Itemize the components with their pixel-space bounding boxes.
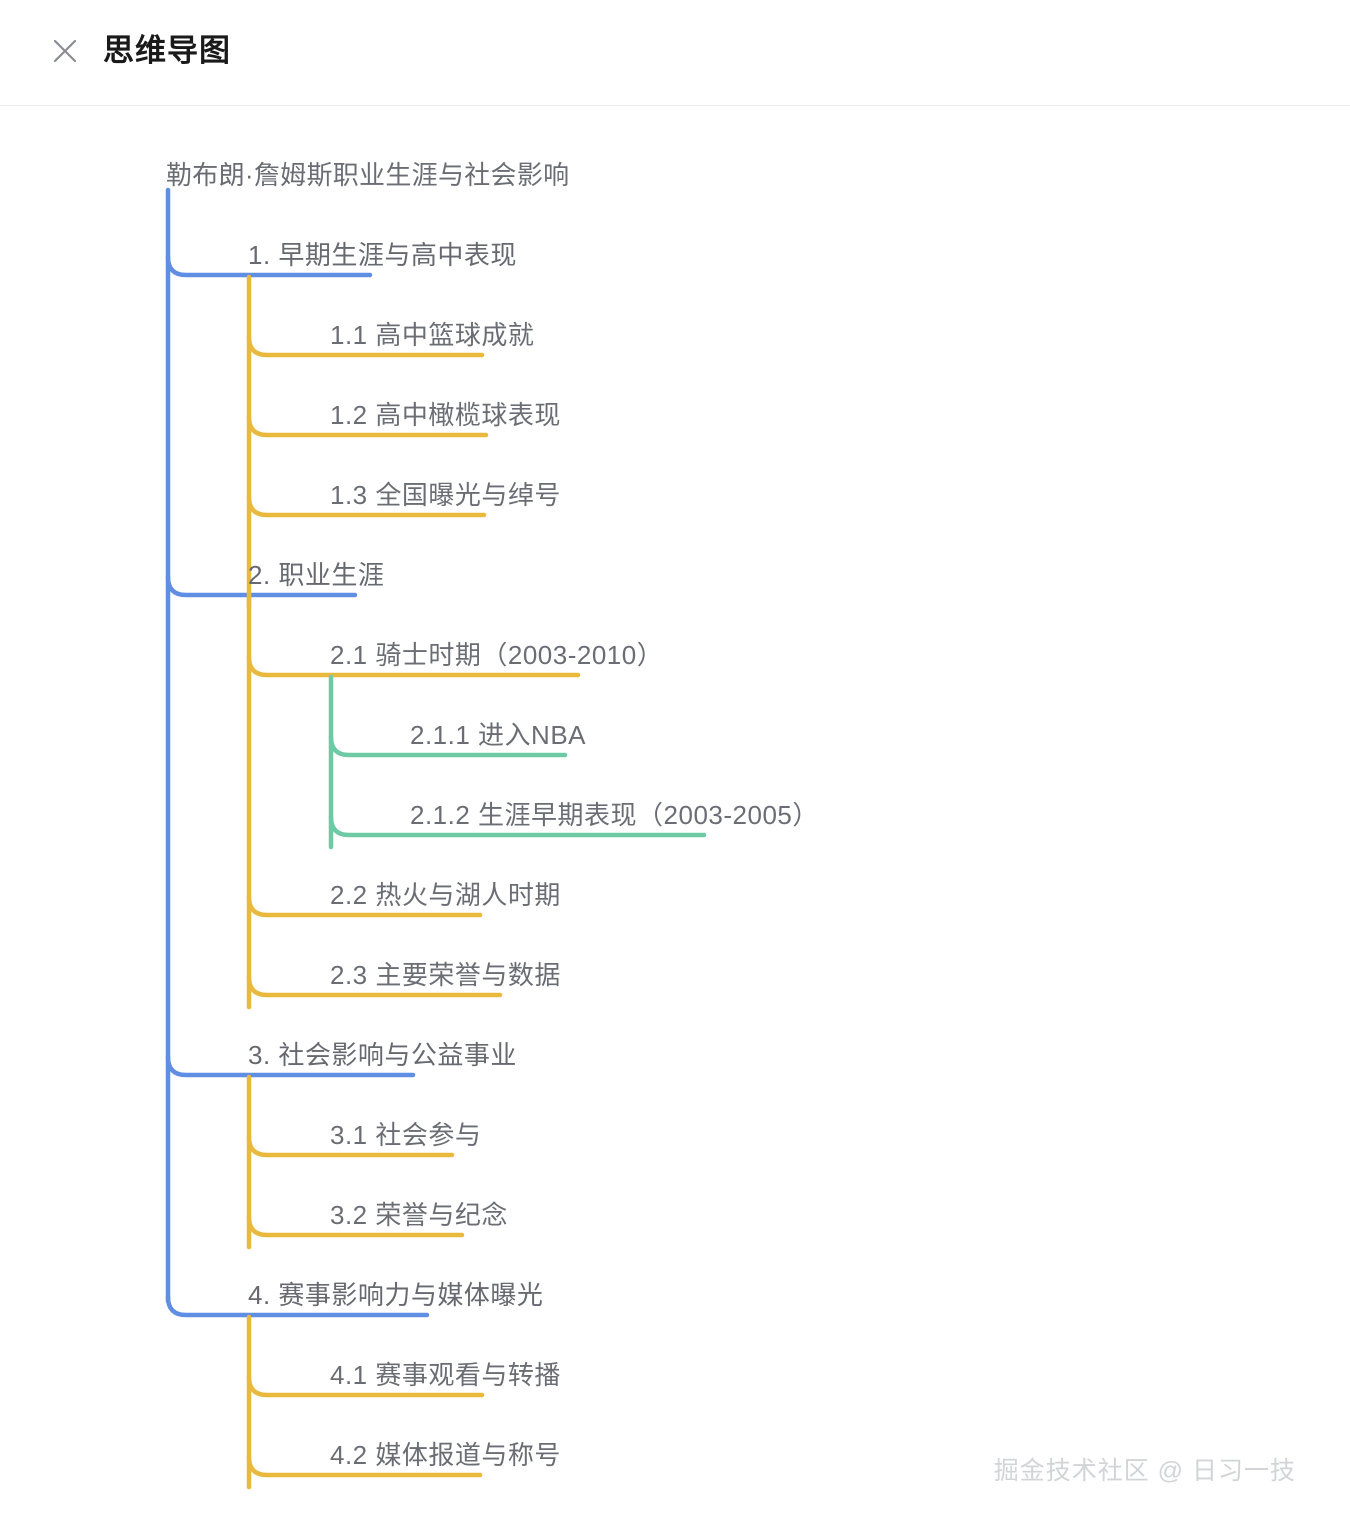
connector-n1-to-n1_2 bbox=[246, 414, 489, 438]
connector-n2-to-n2_2 bbox=[246, 894, 483, 918]
mindmap-node-1-3[interactable]: 1.3 全国曝光与绰号 bbox=[330, 480, 561, 510]
page-title: 思维导图 bbox=[103, 33, 231, 68]
mindmap-node-3-1[interactable]: 3.1 社会参与 bbox=[330, 1120, 482, 1150]
mindmap-node-4-2[interactable]: 4.2 媒体报道与称号 bbox=[330, 1440, 561, 1470]
connector-n4-to-n4_2 bbox=[246, 1454, 483, 1478]
mindmap-node-2-2[interactable]: 2.2 热火与湖人时期 bbox=[330, 880, 561, 910]
mindmap-node-2-3[interactable]: 2.3 主要荣誉与数据 bbox=[330, 960, 561, 990]
connector-root-to-n3 bbox=[165, 1054, 416, 1078]
mindmap-node-root[interactable]: 勒布朗·詹姆斯职业生涯与社会影响 bbox=[166, 160, 570, 190]
connector-n4-to-n4_1 bbox=[246, 1374, 485, 1398]
mindmap-node-4-1[interactable]: 4.1 赛事观看与转播 bbox=[330, 1360, 561, 1390]
connector-root-to-n2 bbox=[165, 574, 358, 598]
mindmap-node-2-1[interactable]: 2.1 骑士时期（2003-2010） bbox=[330, 640, 664, 670]
connector-n3-to-n3_2 bbox=[246, 1214, 465, 1238]
connector-n2_1-to-n2_1_1 bbox=[328, 734, 568, 758]
mindmap-node-2-1-2[interactable]: 2.1.2 生涯早期表现（2003-2005） bbox=[410, 800, 819, 830]
connector-n2-to-n2_3 bbox=[246, 974, 503, 998]
close-button[interactable] bbox=[48, 34, 82, 68]
connector-n2_1-to-n2_1_2 bbox=[328, 814, 707, 838]
mindmap-canvas[interactable]: 勒布朗·詹姆斯职业生涯与社会影响 1. 早期生涯与高中表现 1.1 高中篮球成就… bbox=[0, 106, 1350, 1524]
connector-n1-to-n1_3 bbox=[246, 494, 487, 518]
mindmap-node-1[interactable]: 1. 早期生涯与高中表现 bbox=[248, 240, 517, 270]
connector-n1-to-n1_1 bbox=[246, 334, 485, 358]
watermark: 掘金技术社区 @ 日习一技 bbox=[993, 1457, 1296, 1485]
close-icon bbox=[50, 36, 80, 66]
mindmap-node-1-1[interactable]: 1.1 高中篮球成就 bbox=[330, 320, 535, 350]
mindmap-connectors bbox=[165, 187, 707, 1490]
mindmap-node-3[interactable]: 3. 社会影响与公益事业 bbox=[248, 1040, 517, 1070]
connector-n3-to-n3_1 bbox=[246, 1134, 455, 1158]
connector-n2-to-n2_1 bbox=[246, 654, 581, 678]
app-header: 思维导图 bbox=[0, 0, 1350, 106]
mindmap-node-4[interactable]: 4. 赛事影响力与媒体曝光 bbox=[248, 1280, 544, 1310]
mindmap-node-3-2[interactable]: 3.2 荣誉与纪念 bbox=[330, 1200, 508, 1230]
connector-root-to-n1 bbox=[165, 254, 373, 278]
mindmap-node-2-1-1[interactable]: 2.1.1 进入NBA bbox=[410, 720, 587, 750]
connector-root-to-n4 bbox=[165, 1294, 430, 1318]
mindmap-node-2[interactable]: 2. 职业生涯 bbox=[248, 560, 385, 590]
mindmap-node-1-2[interactable]: 1.2 高中橄榄球表现 bbox=[330, 400, 561, 430]
